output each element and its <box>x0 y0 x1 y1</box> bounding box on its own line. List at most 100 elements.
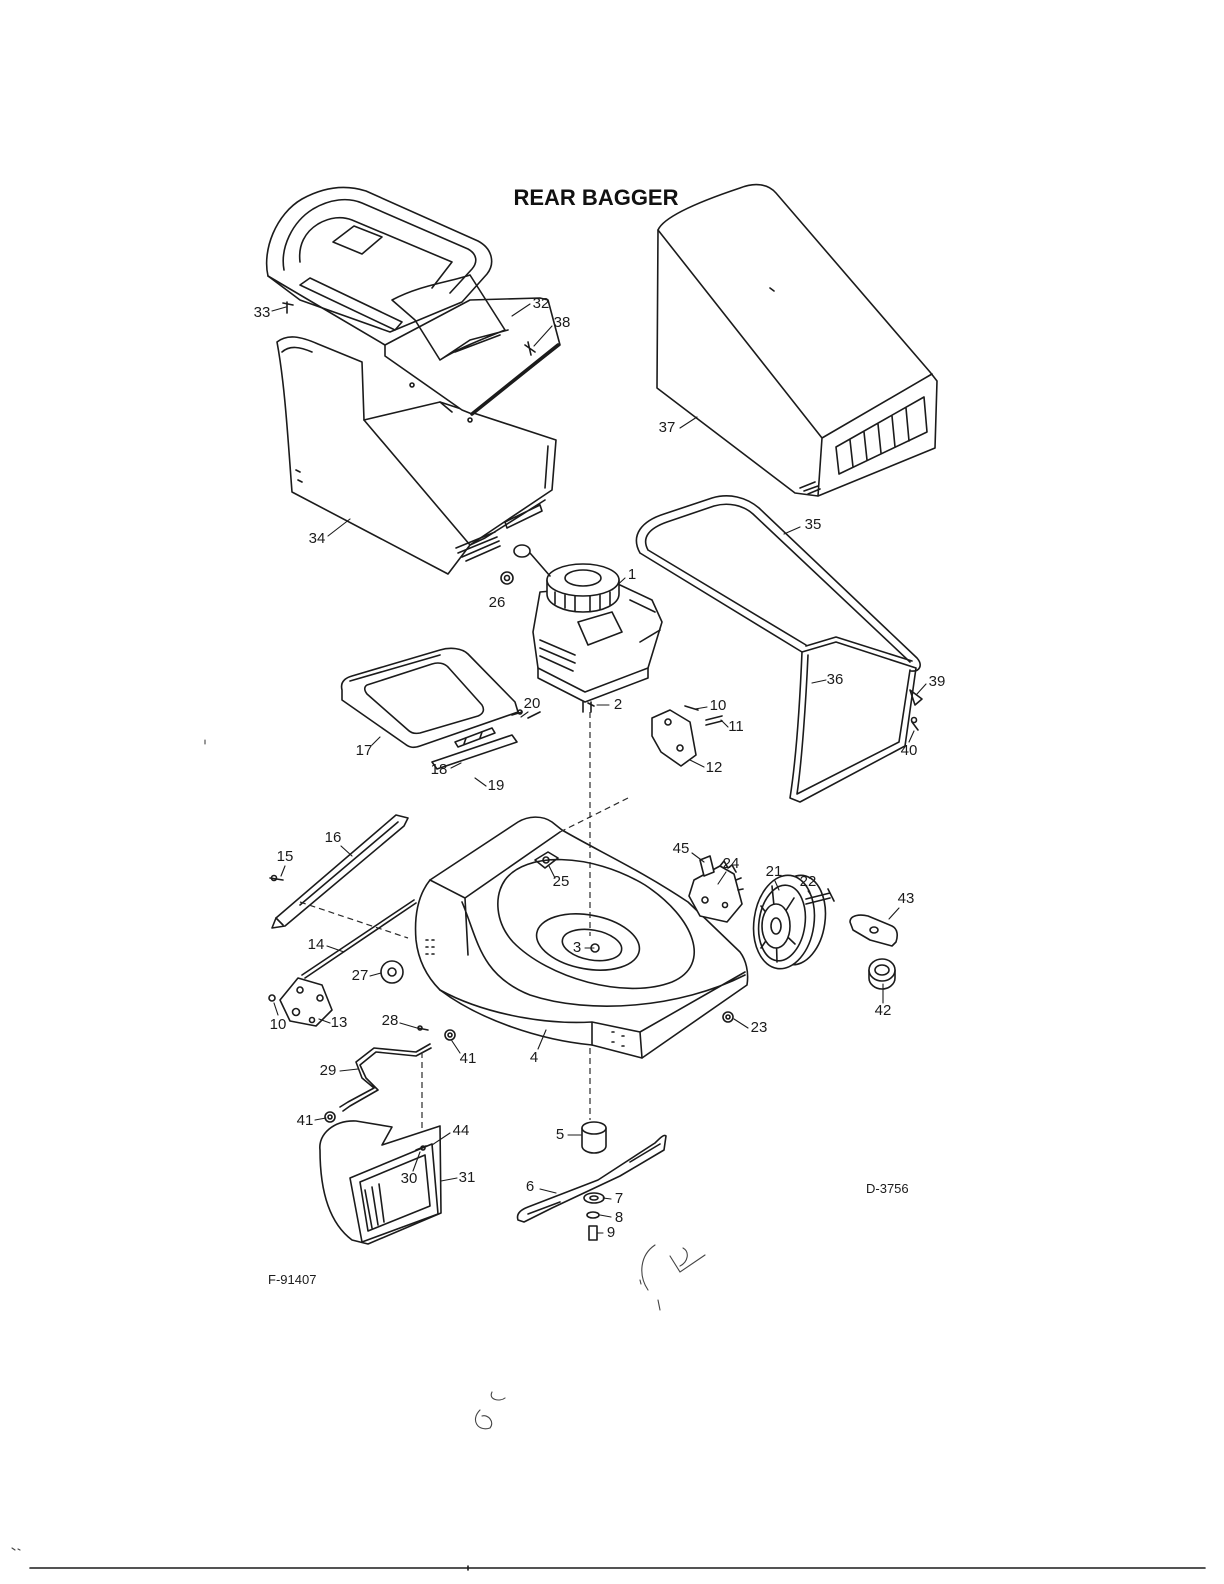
side-baffle-fold <box>275 821 399 926</box>
frame-clip-and-screw <box>909 689 923 731</box>
mower-deck-outline <box>414 816 749 1059</box>
assembly-line <box>299 901 409 939</box>
washer-hole <box>387 967 397 977</box>
door-screw <box>417 1027 429 1031</box>
callout-deck-bracket: 25 <box>553 873 570 890</box>
deck-side-holes <box>425 939 625 1047</box>
pivot-plate-hole <box>316 994 324 1002</box>
pivot-plate-hole <box>296 986 304 994</box>
handle-bracket-plate <box>651 709 697 767</box>
bushing-hole <box>874 964 890 976</box>
bracket-hole <box>664 718 672 726</box>
callout-side-baffle: 16 <box>325 829 342 846</box>
engine-primer-handle <box>513 544 531 558</box>
callout-pivot-plate: 13 <box>331 1014 348 1031</box>
callout-pivot-screw: 10 <box>270 1016 287 1033</box>
grass-bag-lid-details <box>267 198 509 361</box>
handwritten-mark <box>639 1244 706 1311</box>
callout-hub-cap: 43 <box>898 890 915 907</box>
callout-lid-screw: 38 <box>554 314 571 331</box>
door-rod-nut <box>324 1111 336 1123</box>
callout-axle-bolt: 22 <box>800 873 817 890</box>
rear-deflector-plate <box>340 647 519 749</box>
blade-adapter <box>581 1127 607 1154</box>
engine-details <box>529 552 661 713</box>
mower-deck-details <box>429 831 746 1059</box>
discharge-chute-frame <box>349 1143 439 1243</box>
diagram-code: D-3756 <box>866 1181 909 1196</box>
grass-bag-body-details <box>281 346 549 562</box>
rear-wheel <box>752 874 835 970</box>
wheel-axle-bolt <box>805 888 835 905</box>
bracket-hole <box>676 744 684 752</box>
rear-deflector-details <box>349 654 485 735</box>
callout-mower-deck: 4 <box>530 1049 538 1066</box>
blade <box>516 1134 667 1223</box>
callout-lock-washer: 8 <box>615 1209 623 1226</box>
door-screw-head <box>417 1025 423 1031</box>
motor-mount-opening <box>561 928 623 962</box>
callout-mount-bolt: 3 <box>573 939 581 956</box>
pivot-screw <box>268 994 276 1002</box>
wheel-nut-hole <box>725 1014 731 1020</box>
shaft-key <box>587 702 595 707</box>
callout-baffle-screw: 15 <box>277 848 294 865</box>
discharge-chute <box>319 1120 442 1245</box>
engine <box>513 544 663 713</box>
pivot-plate-hole <box>291 1007 301 1017</box>
hub-cap-parts <box>849 914 898 990</box>
handle-bracket <box>651 705 723 767</box>
upper-bag-frame <box>635 495 921 672</box>
callout-blade-adapter: 5 <box>556 1126 564 1143</box>
leader-lines <box>271 303 927 1234</box>
deflector-bolts <box>463 711 541 745</box>
blade-washer <box>583 1192 605 1204</box>
callout-rod-nut: 41 <box>297 1112 314 1129</box>
callout-lower-frame: 36 <box>827 671 844 688</box>
callout-upper-frame: 35 <box>805 516 822 533</box>
diagram-title: REAR BAGGER <box>513 185 678 210</box>
deflector-bolt-head <box>517 709 523 715</box>
engine-flywheel-hub <box>564 569 602 587</box>
lower-bag-frame <box>789 636 917 803</box>
callout-height-adjuster: 24 <box>723 855 740 872</box>
callout-blade-washer: 7 <box>615 1190 623 1207</box>
door-hinge-rod <box>339 1043 432 1112</box>
wheel-hub <box>761 903 791 949</box>
blade-assembly <box>516 1121 667 1241</box>
wheel-hub-center <box>770 917 782 935</box>
callout-bushing: 42 <box>875 1002 892 1019</box>
baffle-screw-head <box>270 874 278 882</box>
engine-flywheel <box>546 563 620 597</box>
deflector-strip <box>431 734 518 770</box>
callout-engine: 1 <box>628 566 636 583</box>
engine-cap-nut <box>500 571 514 585</box>
callout-bag-lid-screw: 33 <box>254 304 271 321</box>
callout-washer: 27 <box>352 967 369 984</box>
callout-discharge-chute: 31 <box>459 1169 476 1186</box>
callout-bracket-pin: 11 <box>728 718 744 735</box>
callout-deflector-bolts: 20 <box>524 695 541 712</box>
callout-door-nut: 41 <box>460 1050 477 1067</box>
callout-adjuster-clip: 45 <box>673 840 690 857</box>
height-adjuster-teeth <box>719 860 744 891</box>
door-nut <box>444 1029 456 1041</box>
rivet-hole <box>409 382 415 388</box>
grass-bag-cover-outline <box>656 183 938 497</box>
door-rod-nut-hole <box>327 1114 333 1120</box>
bushing <box>868 958 896 982</box>
blade-edge <box>527 1143 661 1215</box>
grass-bag-body-outline <box>276 336 557 575</box>
blade-bolt <box>588 1225 598 1241</box>
callout-chute-spring: 44 <box>453 1122 470 1139</box>
blade-adapter-top <box>581 1121 607 1135</box>
adjuster-hole <box>701 896 709 904</box>
callout-chute-rivet: 30 <box>401 1170 418 1187</box>
side-baffle-assembly <box>268 814 417 1027</box>
pivot-rod <box>301 899 417 979</box>
motor-mount-ring <box>535 913 641 971</box>
height-adjuster-bracket <box>688 865 743 923</box>
grass-bag-lid-edge <box>470 343 560 416</box>
